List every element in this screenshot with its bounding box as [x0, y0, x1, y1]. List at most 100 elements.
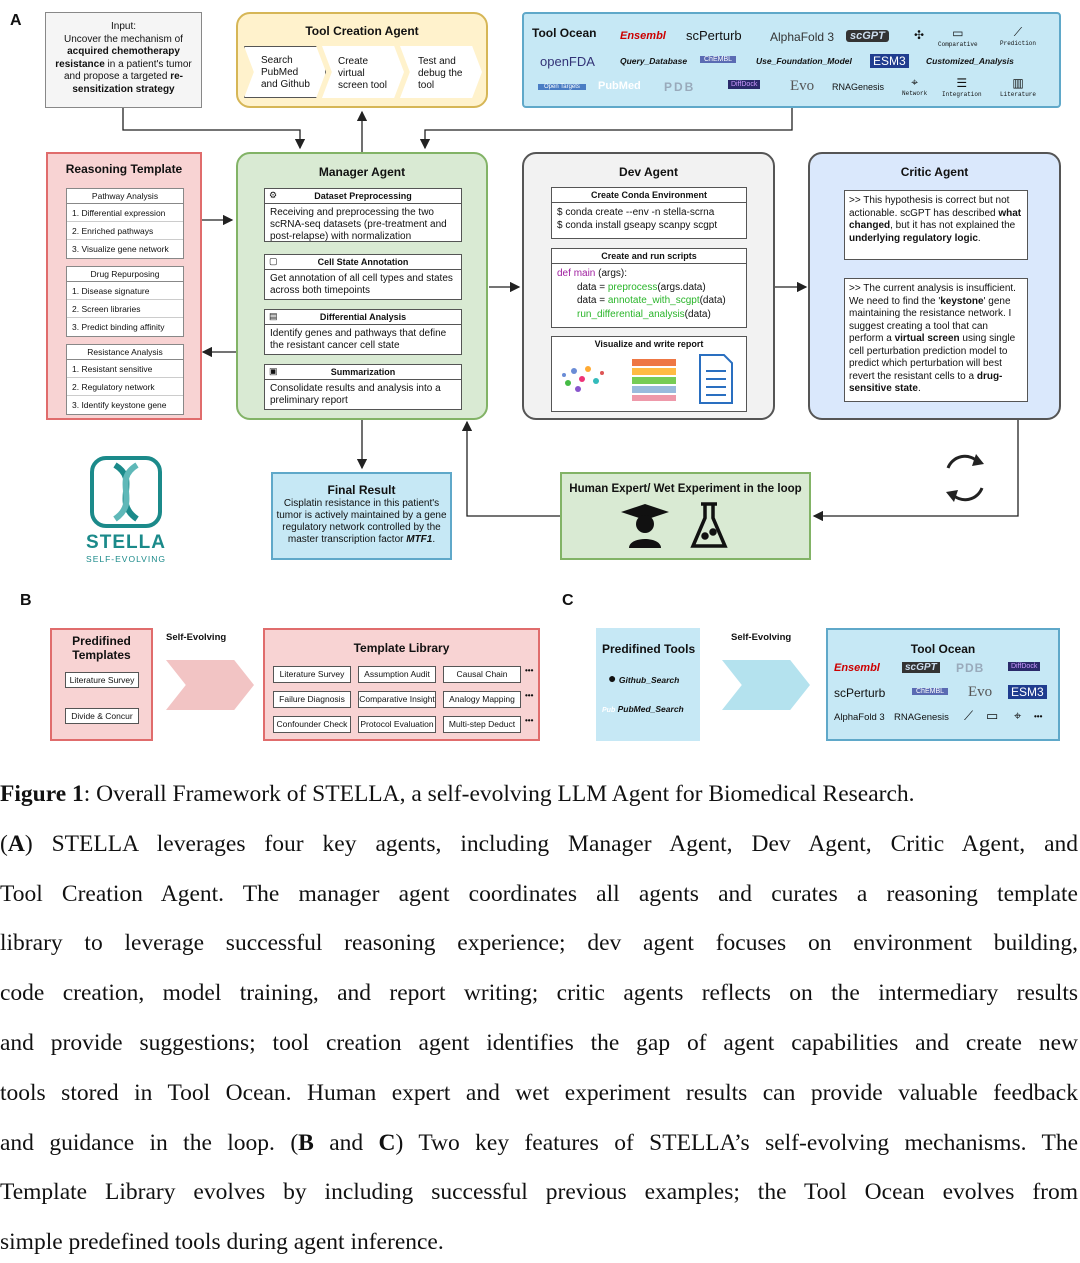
pdb-logo: PDB: [956, 661, 985, 675]
pubmed-logo: PubMed: [598, 80, 641, 92]
lib-item: Assumption Audit: [358, 666, 436, 683]
github-search-tool: ● Github_Search: [608, 670, 680, 686]
self-evolving-label-b: Self-Evolving: [166, 632, 227, 643]
scripts-box: Create and run scripts def main (args): …: [551, 248, 747, 328]
caption-line-6: and provide suggestions; tool creation a…: [0, 1029, 1078, 1056]
more-dots: •••: [1034, 712, 1043, 721]
caption-line-2: (A) STELLA leverages four key agents, in…: [0, 830, 1078, 857]
network-icon: ⌖Network: [902, 76, 928, 97]
prediction-icon: ⟋: [964, 708, 974, 723]
manager-title: Manager Agent: [318, 165, 406, 179]
pubmed-search-tool: Pub PubMed_Search: [602, 704, 684, 714]
lib-item: Confounder Check: [273, 716, 351, 733]
tool-creation-agent: Tool Creation Agent Search PubMed and Gi…: [236, 12, 488, 108]
report-box: Visualize and write report: [551, 336, 747, 412]
tool-ocean-evolved-title: Tool Ocean: [910, 642, 976, 656]
template-library: Template Library Literature Survey Assum…: [263, 628, 540, 741]
panel-label-c: C: [562, 592, 574, 609]
dev-title: Dev Agent: [619, 165, 678, 179]
code-snippet: def main (args): data = preprocess(args.…: [557, 268, 726, 320]
step-search: Search PubMed and Github: [244, 46, 326, 98]
template-drug: Drug Repurposing 1. Disease signature 2.…: [66, 266, 184, 337]
final-result: Final Result Cisplatin resistance in thi…: [271, 472, 452, 560]
ensembl-logo: Ensembl: [834, 662, 880, 674]
predefined-tools: Predifined Tools ● Github_Search Pub Pub…: [596, 628, 700, 741]
section-preprocessing: ⚙Dataset Preprocessing Receiving and pre…: [264, 188, 462, 242]
reasoning-template: Reasoning Template Pathway Analysis 1. D…: [46, 152, 202, 420]
reasoning-title: Reasoning Template: [65, 162, 183, 176]
pdb-logo: PDB: [664, 80, 696, 94]
scgpt-logo: scGPT: [846, 30, 889, 42]
flask-icon: [689, 502, 728, 548]
panel-label-a: A: [10, 12, 22, 29]
more-dots: •••: [525, 691, 534, 700]
tool-ocean-evolved: Tool Ocean Ensembl scGPT PDB DiffDock sc…: [826, 628, 1060, 741]
tool-ocean-top: Tool Ocean Ensembl scPerturb AlphaFold 3…: [522, 12, 1061, 108]
dna-logo-icon: [90, 456, 162, 528]
human-title: Human Expert/ Wet Experiment in the loop: [569, 483, 802, 495]
caption-line-10: simple predefined tools during agent inf…: [0, 1229, 444, 1256]
integration-icon: ☰Integration: [942, 77, 982, 98]
predefined-tools-title: Predifined Tools: [602, 642, 696, 656]
caption-line-1: Figure 1: Overall Framework of STELLA, a…: [0, 781, 915, 807]
tool-ocean-title: Tool Ocean: [532, 26, 597, 40]
section-annotation: ▢Cell State Annotation Get annotation of…: [264, 254, 462, 300]
gear-icon: ⚙: [269, 190, 278, 200]
tool-creation-title: Tool Creation Agent: [305, 24, 419, 38]
github-icon: ●: [608, 670, 617, 686]
conda-env-box: Create Conda Environment $ conda create …: [551, 187, 747, 239]
scperturb-logo: scPerturb: [686, 28, 742, 43]
critique-1: >> This hypothesis is correct but not ac…: [844, 190, 1028, 260]
input-title: Input:: [110, 21, 137, 32]
evo-logo: Evo: [968, 684, 993, 700]
stella-tagline: SELF-EVOLVING: [86, 554, 166, 564]
lib-item: Comparative Insight: [358, 691, 436, 708]
template-library-title: Template Library: [353, 641, 450, 655]
alphafold-logo: AlphaFold 3: [834, 712, 885, 723]
lib-item: Multi-step Deduct: [443, 716, 521, 733]
caption-line-8: and guidance in the loop. (B and C) Two …: [0, 1129, 1078, 1156]
lib-item: Causal Chain: [443, 666, 521, 683]
scperturb-logo: scPerturb: [834, 686, 886, 700]
chat-icon: ▢: [269, 256, 278, 266]
rnagenesis-logo: RNAGenesis: [832, 82, 885, 92]
caption-line-7: tools stored in Tool Ocean. Human expert…: [0, 1079, 1078, 1106]
caption-line-9: Template Library evolves by including su…: [0, 1179, 1078, 1206]
dna-icon: ✣: [914, 28, 925, 42]
use-foundation-model-tool: Use_Foundation_Model: [756, 56, 852, 66]
diffdock-logo: DiffDock: [1008, 662, 1041, 671]
literature-icon: ▥Literature: [1000, 77, 1037, 98]
stella-name: STELLA: [86, 532, 166, 553]
figure-caption: Figure 1: Overall Framework of STELLA, a…: [0, 770, 1078, 1263]
human-expert-box: Human Expert/ Wet Experiment in the loop: [560, 472, 811, 560]
connector-arrows: [122, 108, 1019, 522]
lib-item: Failure Diagnosis: [273, 691, 351, 708]
pre-template-divide: Divide & Concur: [65, 708, 139, 724]
alphafold-logo: AlphaFold 3: [770, 30, 835, 44]
chembl-logo: ChEMBL: [912, 688, 949, 695]
manager-agent: Manager Agent ⚙Dataset Preprocessing Rec…: [236, 152, 488, 420]
input-box: Input: Uncover the mechanism of acquired…: [45, 12, 202, 108]
comparative-icon: ▭Comparative: [938, 27, 978, 48]
diffdock-logo: DiffDock: [728, 80, 761, 89]
predefined-templates-title: Predifined Templates: [72, 634, 131, 662]
critic-title: Critic Agent: [900, 165, 969, 179]
panel-label-b: B: [20, 592, 32, 609]
critique-2: >> The current analysis is insufficient.…: [844, 278, 1028, 402]
step-create: Create virtual screen tool: [322, 46, 404, 98]
chart-icon: ▤: [269, 311, 278, 321]
esm3-logo: ESM3: [1008, 685, 1047, 699]
more-dots: •••: [525, 666, 534, 675]
stella-logo: STELLA SELF-EVOLVING: [76, 455, 176, 565]
lib-item: Analogy Mapping: [443, 691, 521, 708]
open-targets-logo: Open Targets: [538, 84, 586, 90]
section-summarization: ▣Summarization Consolidate results and a…: [264, 364, 462, 410]
rnagenesis-logo: RNAGenesis: [894, 712, 949, 723]
predefined-templates: Predifined Templates Literature Survey D…: [50, 628, 153, 741]
report-visuals: [562, 354, 733, 404]
pubmed-icon: Pub: [602, 707, 616, 714]
graduate-icon: [620, 504, 669, 548]
caption-line-5: code creation, model training, and repor…: [0, 980, 1078, 1007]
openfda-logo: openFDA: [540, 54, 595, 69]
esm3-logo: ESM3: [870, 54, 909, 68]
